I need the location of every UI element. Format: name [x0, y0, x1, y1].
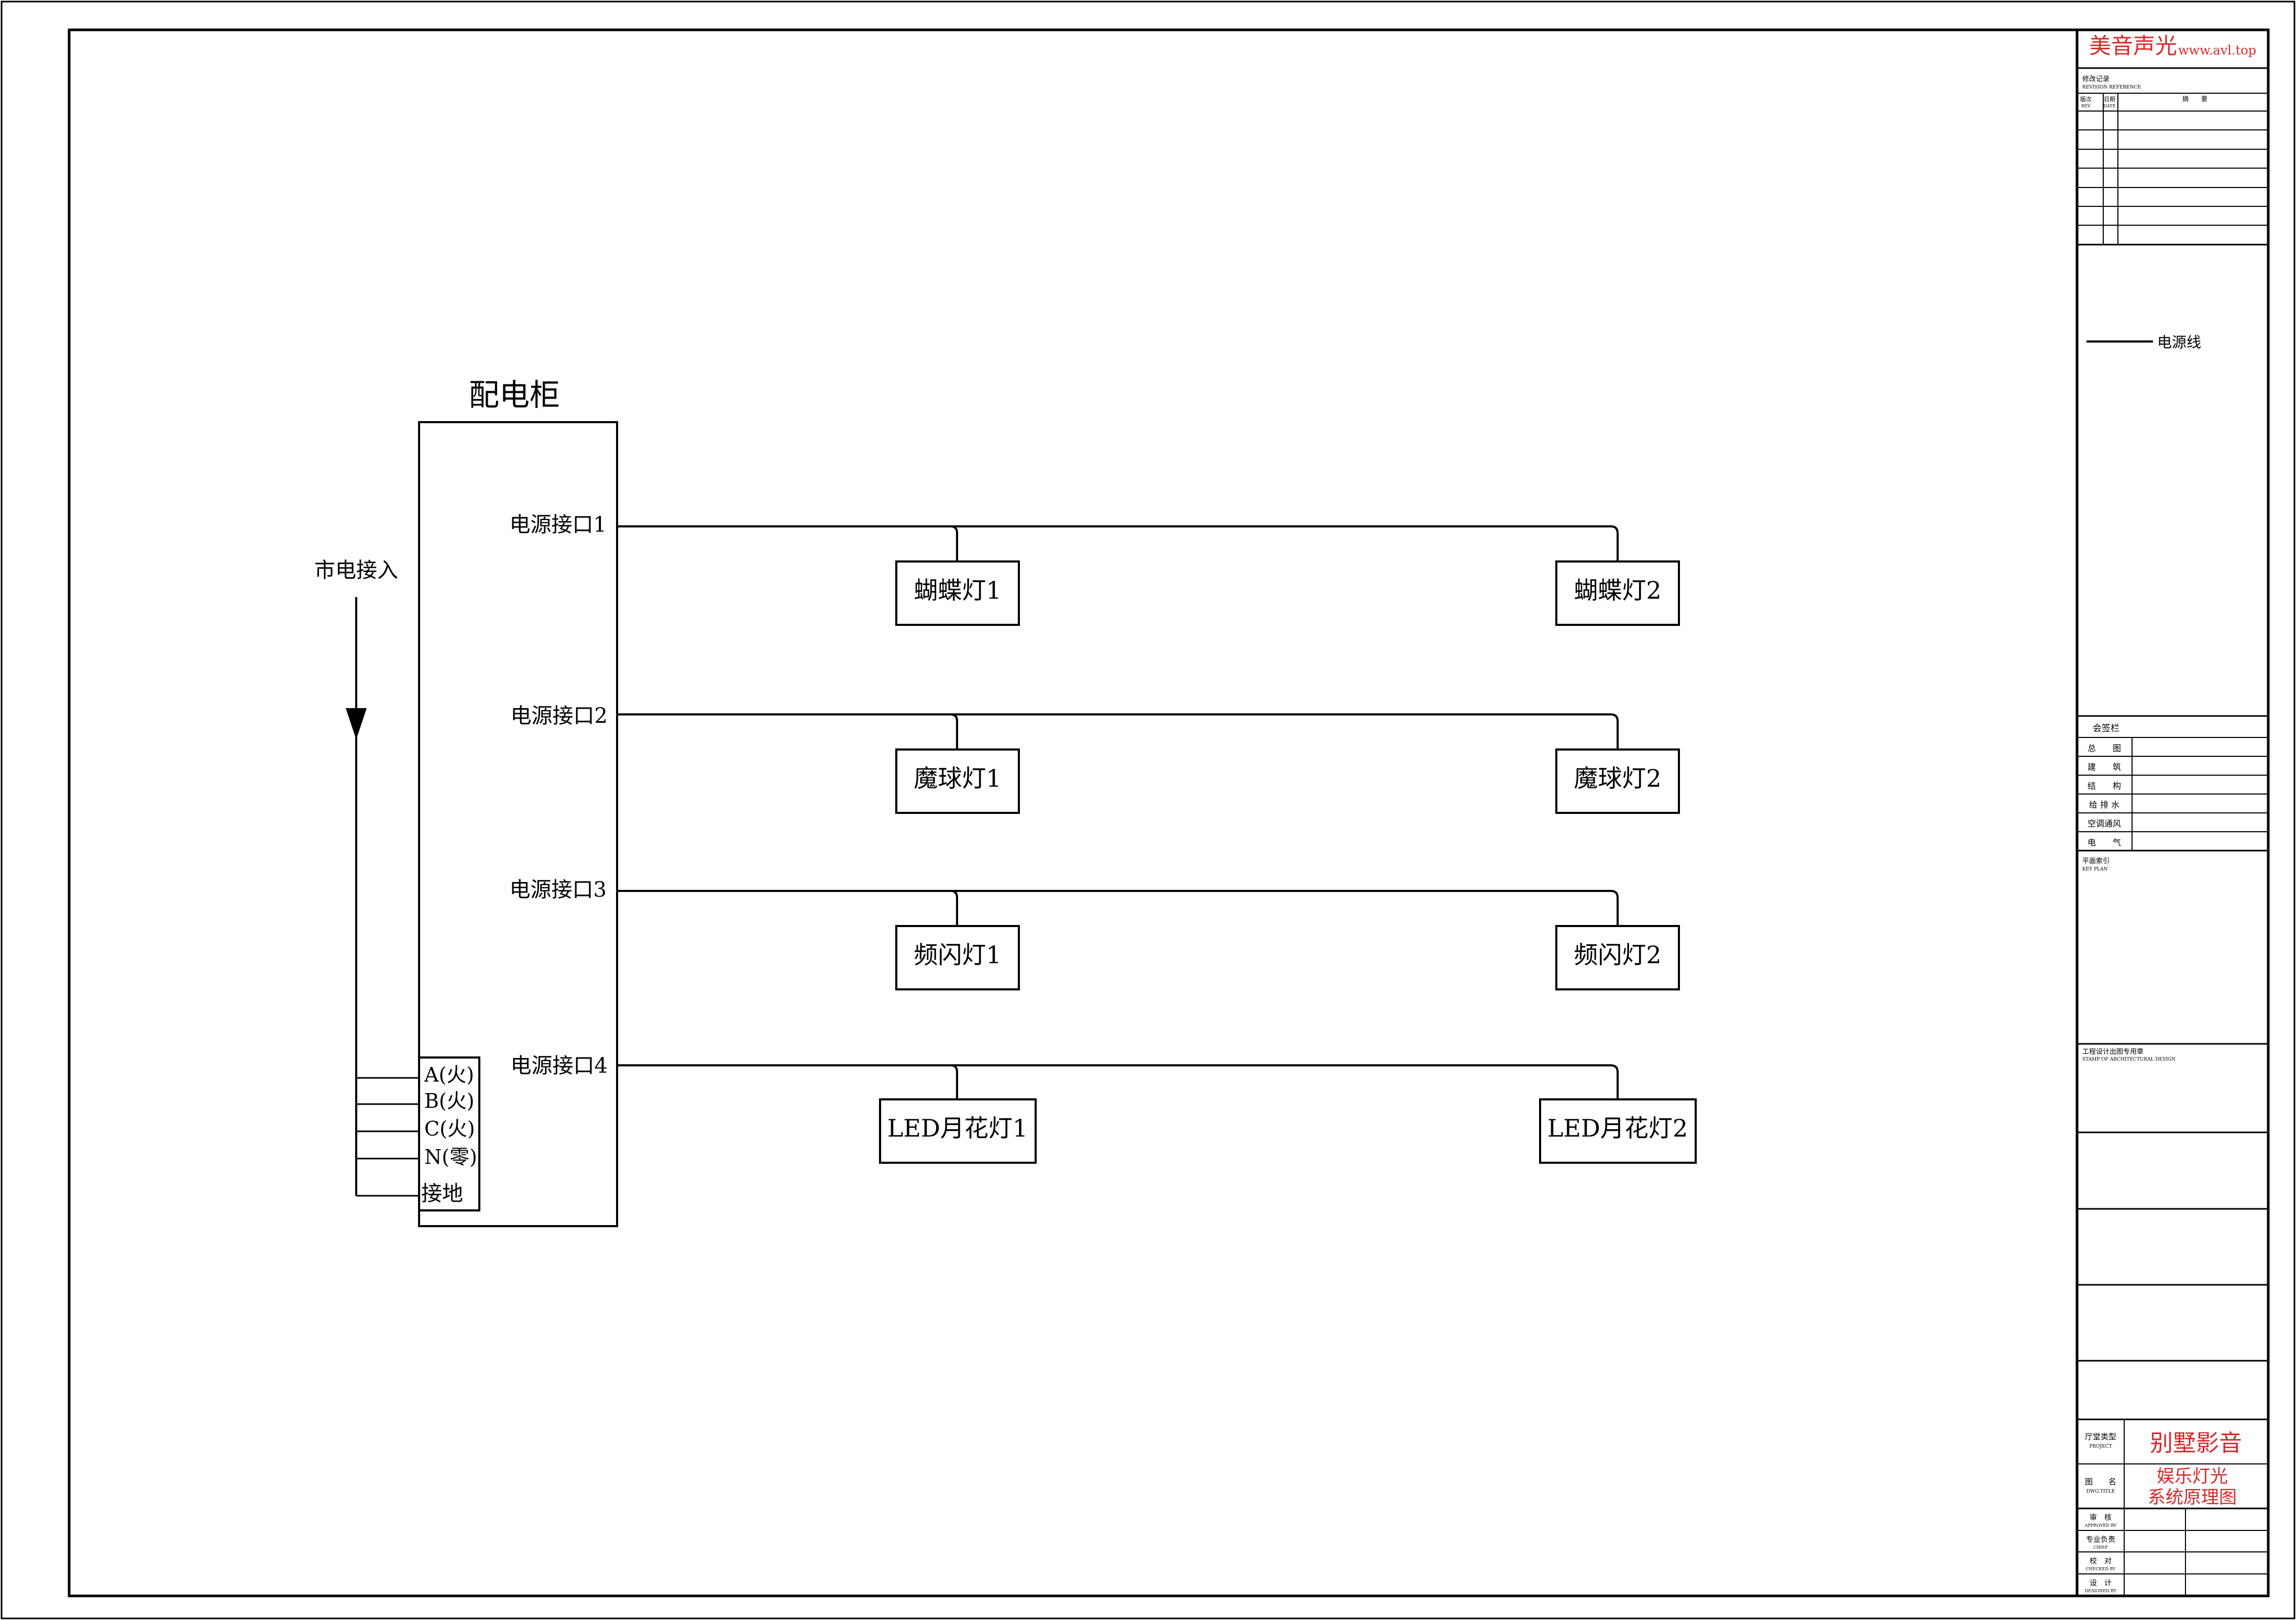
- terminal-label-a: A(火): [424, 1063, 474, 1086]
- revision-heading: 修改记录: [2082, 75, 2110, 83]
- fixture-label-led-moonflower-2: LED月花灯2: [1547, 1114, 1688, 1142]
- stamp-label-en: STAMP OF ARCHITECTURAL DESIGN: [2082, 1057, 2176, 1062]
- fixture-label-butterfly-2: 蝴蝶灯2: [1574, 576, 1661, 604]
- drawing-title-line-2: 系统原理图: [2148, 1487, 2237, 1508]
- port-label-3: 电源接口3: [510, 878, 607, 902]
- rev-col-label-en: REV: [2081, 104, 2091, 108]
- fixture-label-magic-ball-1: 魔球灯1: [914, 764, 1001, 792]
- title-block: 美音声光 www.avl.top 修改记录 REVISION REFERENCE…: [2075, 30, 2268, 1596]
- project-value: 别墅影音: [2150, 1430, 2242, 1457]
- fixture-box-led-moonflower-1: [879, 1098, 1037, 1164]
- mains-input-label: 市电接入: [314, 558, 398, 582]
- terminal-label-c: C(火): [424, 1117, 475, 1140]
- fixture-box-strobe-2: [1555, 925, 1680, 990]
- rev-col-label: 版次: [2080, 95, 2092, 103]
- distribution-cabinet-box: [418, 421, 618, 1227]
- approval-label-2-en: CHIEF: [2093, 1545, 2108, 1550]
- approval-label-2: 专业负责: [2086, 1536, 2115, 1544]
- fixture-box-magic-ball-1: [895, 748, 1020, 814]
- cabinet-title: 配电柜: [469, 377, 560, 413]
- approval-label-3-en: CHECKED BY: [2086, 1567, 2116, 1571]
- mains-arrow-icon: [346, 708, 367, 740]
- drawing-frame: [68, 28, 2270, 1597]
- circuit-4-wire: [617, 1064, 1619, 1099]
- fixture-label-strobe-2: 频闪灯2: [1574, 941, 1661, 969]
- brand-name: 美音声光: [2089, 33, 2177, 59]
- terminal-block: [418, 1056, 480, 1211]
- terminal-label-n: N(零): [424, 1145, 477, 1169]
- circuit-3-wire: [617, 890, 1619, 926]
- circuit-2-wire: [617, 713, 1619, 750]
- drawing-label: 图 名: [2085, 1477, 2116, 1486]
- terminal-label-ground: 接地: [421, 1182, 463, 1206]
- terminal-label-b: B(火): [424, 1089, 475, 1112]
- fixture-box-magic-ball-2: [1555, 748, 1680, 814]
- drawing-title-line-1: 娱乐灯光: [2157, 1466, 2228, 1487]
- fixture-label-led-moonflower-1: LED月花灯1: [887, 1114, 1028, 1142]
- fixture-label-magic-ball-2: 魔球灯2: [1574, 764, 1661, 792]
- approval-label-4-en: DESIGNED BY: [2085, 1589, 2117, 1593]
- project-label-en: PROJECT: [2089, 1444, 2112, 1449]
- circuit-1-wire: [617, 525, 1619, 561]
- sign-row-3: 结 构: [2088, 781, 2121, 791]
- project-label: 厅堂类型: [2085, 1432, 2116, 1441]
- sign-row-4: 给 排 水: [2089, 800, 2119, 810]
- desc-col-label: 摘 要: [2182, 95, 2207, 103]
- brand-site: www.avl.top: [2178, 43, 2256, 58]
- fixture-label-strobe-1: 频闪灯1: [914, 941, 1001, 969]
- drawing-label-en: DWG.TITLE: [2086, 1489, 2115, 1494]
- stamp-label: 工程设计出图专用章: [2082, 1048, 2144, 1056]
- keyplan-label-en: KEY PLAN: [2082, 867, 2108, 872]
- fixture-box-led-moonflower-2: [1539, 1098, 1697, 1164]
- fixture-label-butterfly-1: 蝴蝶灯1: [914, 576, 1001, 604]
- port-label-1: 电源接口1: [510, 513, 607, 537]
- fixture-box-butterfly-2: [1555, 560, 1680, 626]
- revision-heading-en: REVISION REFERENCE: [2082, 85, 2141, 90]
- legend-power-label: 电源线: [2157, 334, 2201, 351]
- fixture-box-strobe-1: [895, 925, 1020, 990]
- port-label-4: 电源接口4: [511, 1054, 608, 1078]
- sign-row-2: 建 筑: [2088, 762, 2121, 772]
- date-col-label: 日期: [2104, 96, 2115, 103]
- sign-row-6: 电 气: [2088, 837, 2121, 847]
- fixture-box-butterfly-1: [895, 560, 1020, 626]
- sign-heading: 会签栏: [2093, 723, 2119, 734]
- sign-row-5: 空调通风: [2088, 819, 2121, 829]
- port-label-2: 电源接口2: [511, 704, 608, 728]
- sign-row-1: 总 图: [2088, 743, 2121, 753]
- approval-label-1-en: APPROVED BY: [2084, 1523, 2117, 1528]
- approval-label-4: 设 计: [2090, 1579, 2112, 1588]
- approval-label-3: 校 对: [2090, 1557, 2112, 1566]
- approval-label-1: 审 核: [2090, 1514, 2112, 1522]
- date-col-label-en: DATE: [2104, 104, 2116, 108]
- keyplan-label: 平面索引: [2082, 857, 2110, 865]
